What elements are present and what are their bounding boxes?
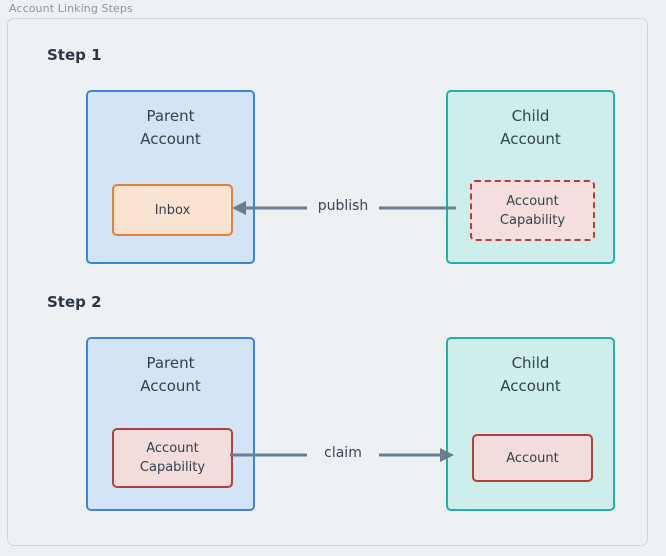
parent-account-title: Parent Account [140,107,201,148]
diagram-title-label: Account Linking Steps [9,2,133,15]
parent-account-node-step1[interactable]: Parent Account Inbox [86,90,255,264]
claim-connector-label: claim [307,445,379,461]
child-account-title: Child Account [500,354,561,395]
inbox-node[interactable]: Inbox [112,184,233,236]
parent-account-title: Parent Account [140,354,201,395]
account-capability-node-child[interactable]: Account Capability [470,180,595,241]
step-2-heading: Step 2 [47,293,102,311]
child-account-title: Child Account [500,107,561,148]
publish-connector: publish [230,188,456,228]
step-1-heading: Step 1 [47,46,102,64]
child-account-node-step2[interactable]: Child Account Account [446,337,615,511]
account-capability-node-parent[interactable]: Account Capability [112,428,233,488]
claim-connector: claim [230,435,456,475]
child-account-node-step1[interactable]: Child Account Account Capability [446,90,615,264]
publish-connector-label: publish [307,198,379,214]
parent-account-node-step2[interactable]: Parent Account Account Capability [86,337,255,511]
account-node-child[interactable]: Account [472,434,593,482]
